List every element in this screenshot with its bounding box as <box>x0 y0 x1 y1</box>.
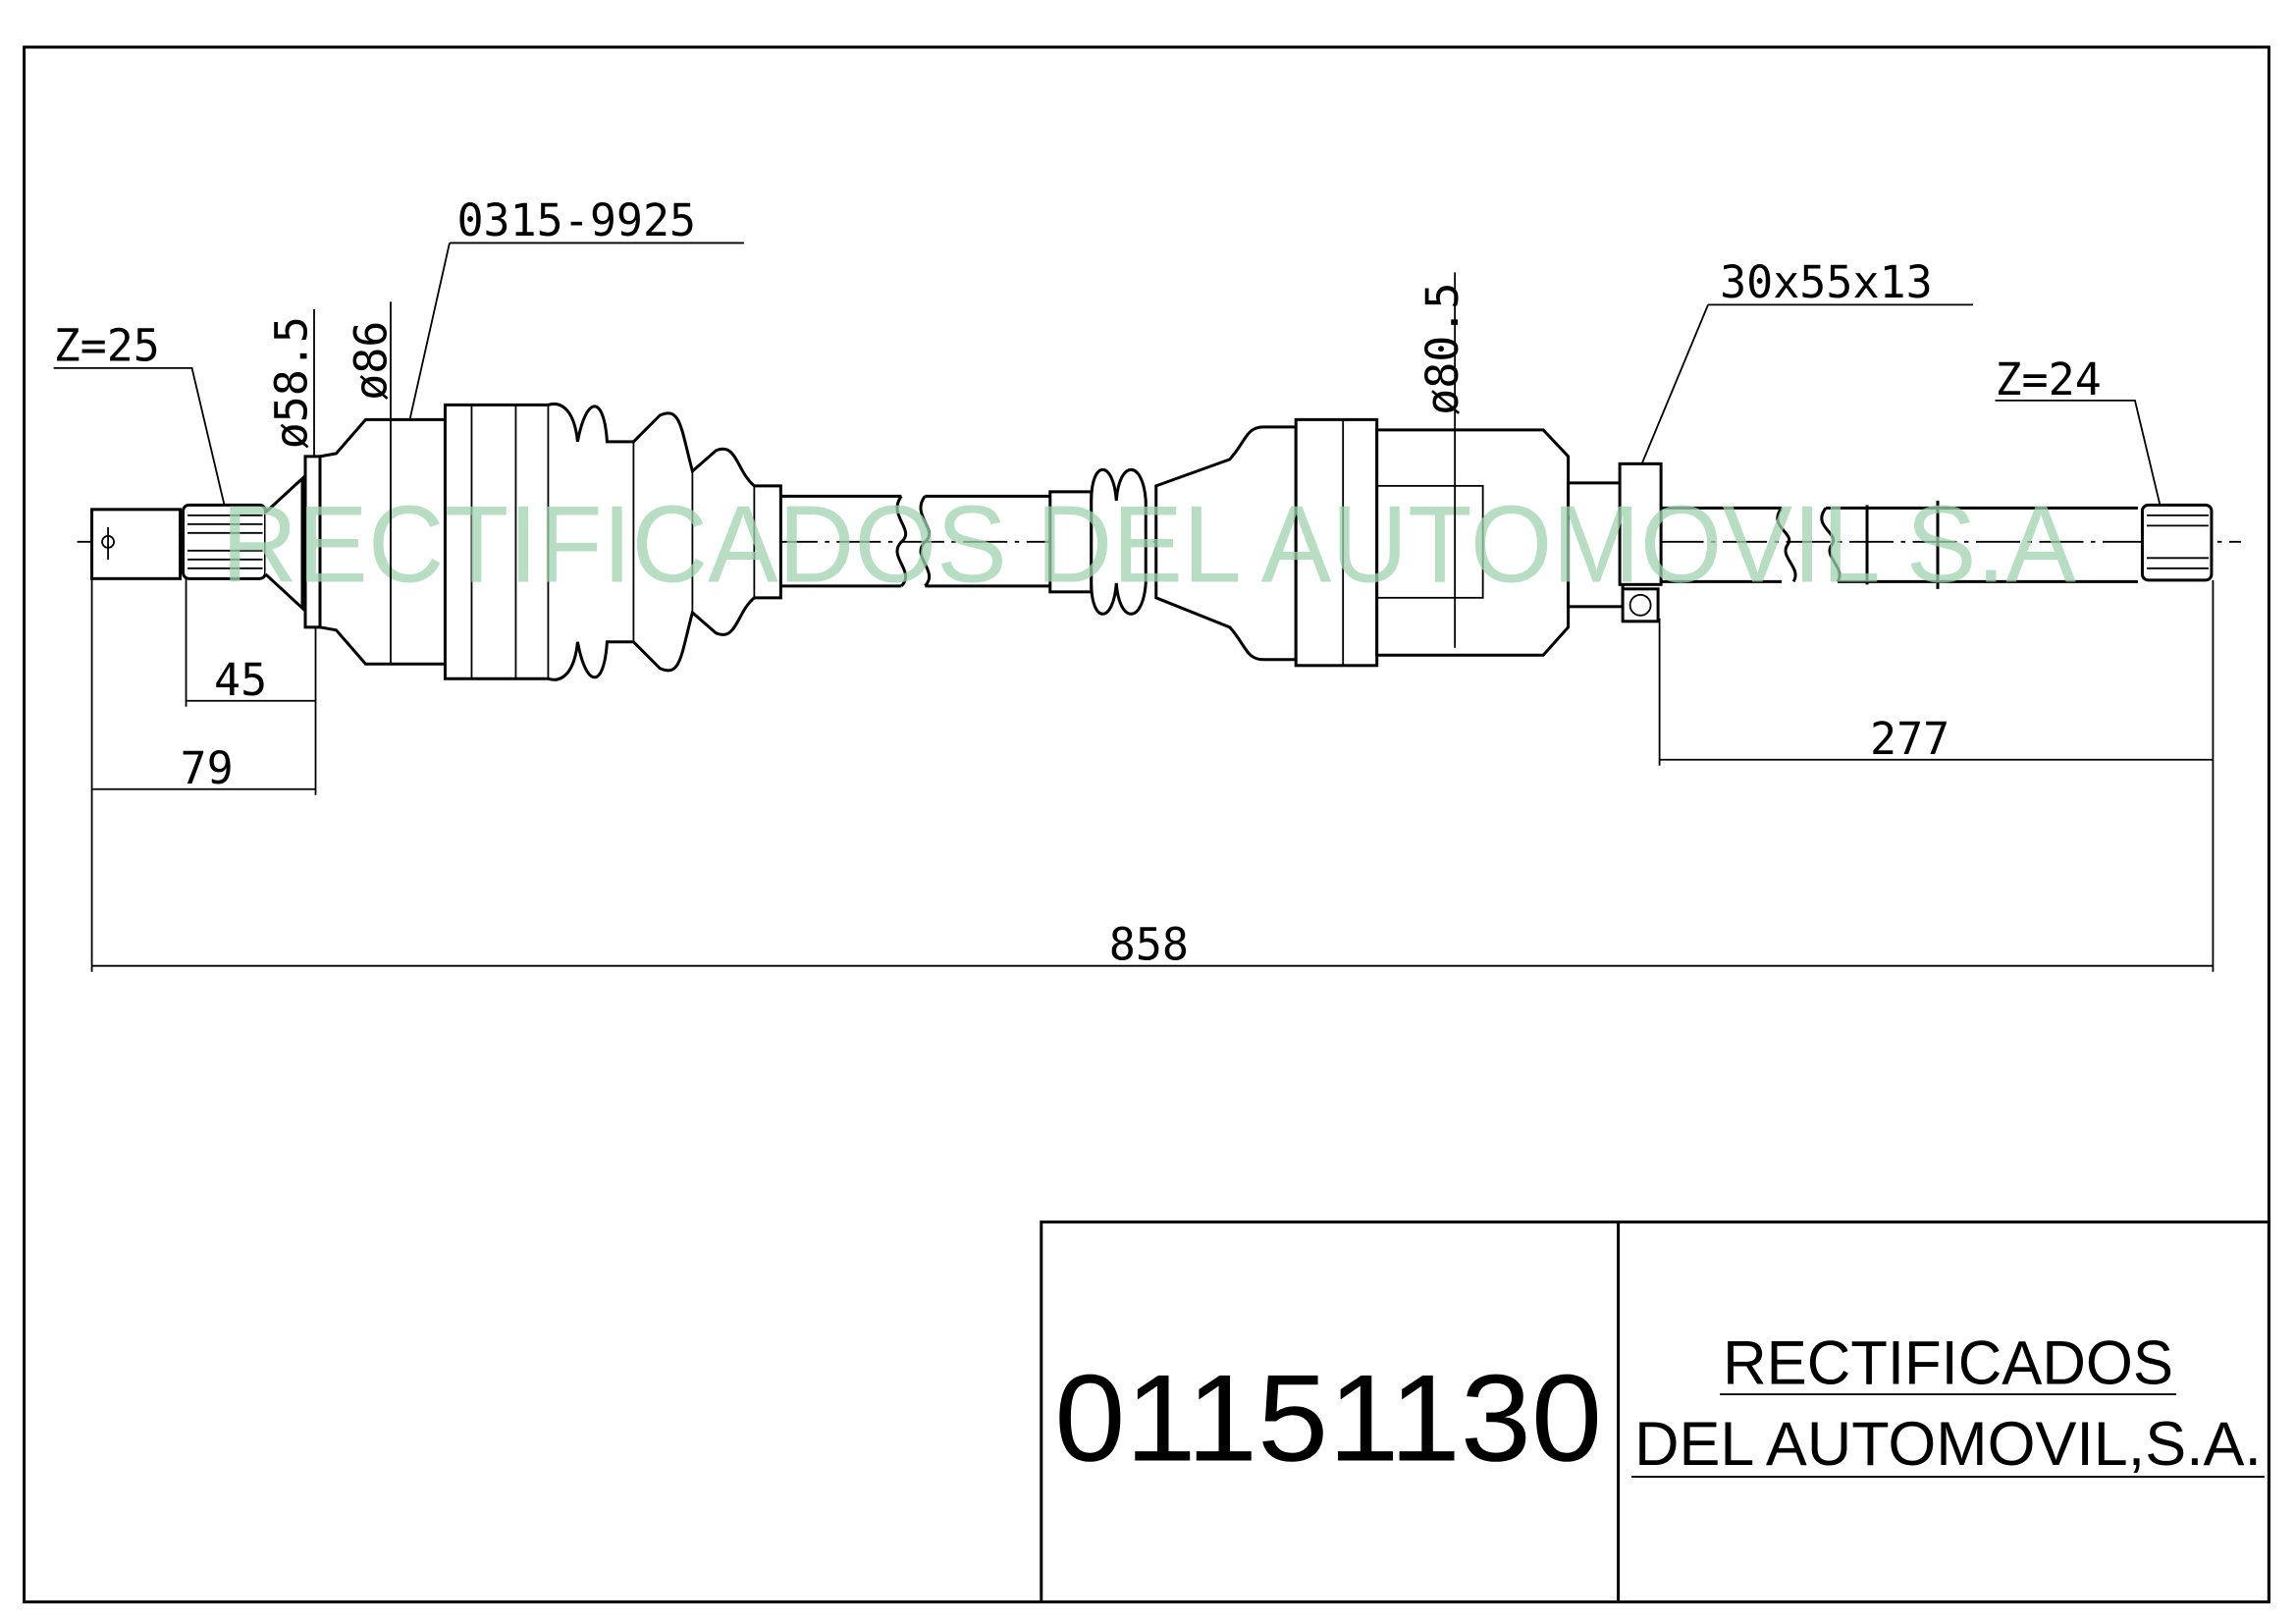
label-dia-80-5: ø80.5 <box>1416 282 1468 414</box>
inner-shaft <box>1661 500 2214 589</box>
company-name-line1: RECTIFICADOS <box>1723 1329 2173 1398</box>
label-z24: Z=24 <box>1995 353 2101 406</box>
label-dia-58-5: ø58.5 <box>266 316 318 449</box>
company-name-line2: DEL AUTOMOVIL,S.A. <box>1634 1410 2262 1479</box>
part-number: 01151130 <box>1054 1349 1602 1488</box>
label-bearing: 30x55x13 <box>1720 256 1933 308</box>
title-block: 01151130 RECTIFICADOS DEL AUTOMOVIL,S.A. <box>1040 1220 2270 1604</box>
dimension-lines <box>90 578 2215 972</box>
label-boot-kit: 0315-9925 <box>456 194 696 246</box>
label-dia-86: ø86 <box>345 321 397 401</box>
dim-79: 79 <box>181 742 234 794</box>
outer-boot-ribs <box>470 405 756 679</box>
dim-277: 277 <box>1870 713 1949 765</box>
inner-joint <box>1048 417 1663 668</box>
outer-stub <box>90 417 447 666</box>
dim-858: 858 <box>1109 919 1189 971</box>
outer-boot <box>443 402 782 681</box>
dim-45: 45 <box>214 654 267 706</box>
main-shaft <box>780 494 1053 588</box>
watermark: RECTIFICADOS DEL AUTOMOVIL S.A <box>222 483 2076 605</box>
label-z25: Z=25 <box>54 319 160 371</box>
leader-lines <box>53 242 2162 665</box>
